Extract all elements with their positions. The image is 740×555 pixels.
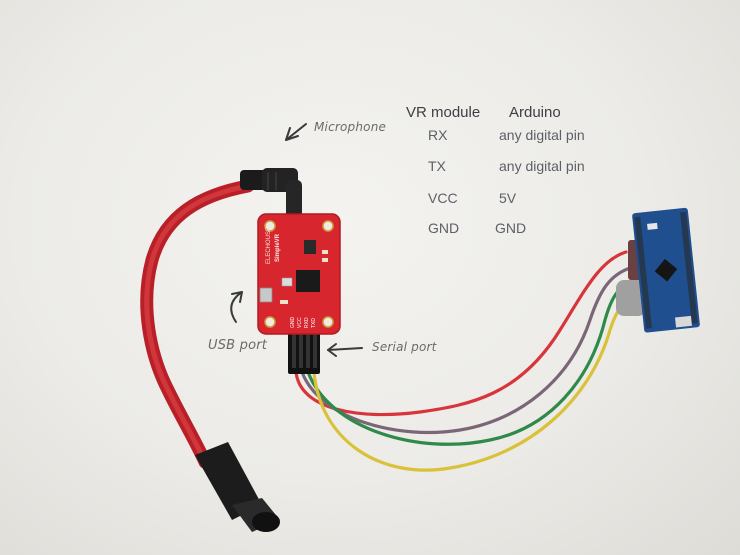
microphone-cable <box>140 179 255 469</box>
pin-label-gnd: GND <box>290 317 296 329</box>
table-cell-vr: RX <box>428 127 448 143</box>
jumper-wires <box>294 250 640 472</box>
arduino-nano-board <box>616 207 700 333</box>
table-cell-vr: GND <box>428 220 460 236</box>
usb-arrow <box>230 291 243 323</box>
pin-label-vcc: VCC <box>297 317 303 328</box>
board-label-line1: ELECHOUSE <box>266 227 272 264</box>
table-cell-vr: VCC <box>428 190 458 206</box>
table-cell-arduino: any digital pin <box>499 127 585 143</box>
table-header-vr-module: VR module <box>406 104 481 121</box>
annotation-arrows <box>230 123 363 357</box>
table-cell-arduino: GND <box>495 220 527 236</box>
table-cell-vr: TX <box>428 158 446 174</box>
table-header-arduino: Arduino <box>509 104 561 121</box>
microphone-annotation: Microphone <box>314 120 387 134</box>
microphone-end-plug <box>195 442 280 532</box>
vr-module-board: ELECHOUSE SimpleVR GND VCC RXD TXD <box>257 213 341 335</box>
table-cell-arduino: any digital pin <box>499 158 585 174</box>
microphone-arrow <box>285 123 307 141</box>
usb-port-annotation: USB port <box>208 338 268 353</box>
serial-arrow <box>327 347 363 351</box>
serial-port-annotation: Serial port <box>372 340 437 354</box>
serial-header <box>288 330 320 374</box>
pin-label-txd: TXD <box>311 318 317 328</box>
board-label-line2: SimpleVR <box>275 233 281 262</box>
pin-label-rxd: RXD <box>304 317 310 328</box>
table-cell-arduino: 5V <box>499 190 517 206</box>
